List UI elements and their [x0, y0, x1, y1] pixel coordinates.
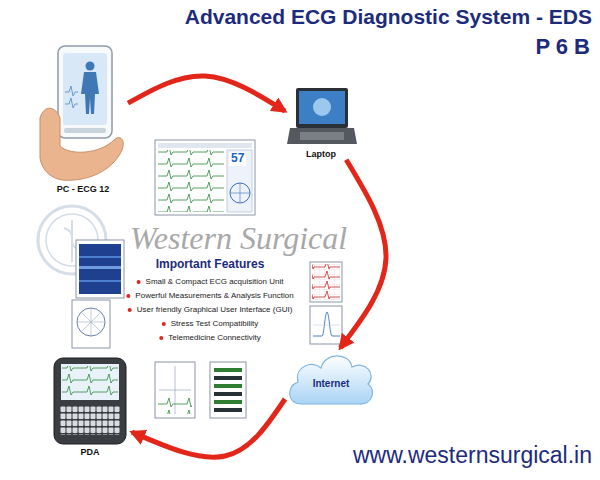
- ecg-grid-screenshot: [310, 262, 342, 302]
- waveform-screenshot: [313, 312, 340, 336]
- ecg-device-illustration: [40, 108, 123, 180]
- waveform-screenshot: [310, 306, 342, 344]
- feature-item-holder: Telemedicine Connectivity: [159, 333, 261, 342]
- spectrogram-screenshot: [79, 280, 121, 282]
- feature-item-holder: Powerful Measurements & Analysis Functio…: [126, 291, 293, 300]
- report-screenshot: [214, 384, 242, 388]
- laptop-illustration: [300, 132, 344, 140]
- ecg-device-illustration: [63, 53, 107, 125]
- ecg-device-illustration: [81, 72, 99, 114]
- laptop-illustration: [287, 128, 357, 144]
- pda-node: PDA: [48, 355, 132, 458]
- feature-item-holder: Stress Test Compatibility: [162, 319, 258, 328]
- software-screenshot: [155, 140, 255, 215]
- page-title: Advanced ECG Diagnostic System - EDS: [185, 5, 592, 29]
- cloud-outline: [290, 356, 373, 404]
- watermark: Western Surgical: [130, 220, 347, 256]
- software-screenshot: [158, 143, 252, 148]
- website-url: www.westernsurgical.in: [353, 442, 592, 468]
- report-screenshot: [214, 400, 242, 404]
- vector-loop-screenshot: [77, 308, 105, 336]
- trend-screenshot: [159, 366, 191, 414]
- pda-illustration: [54, 358, 126, 444]
- feature-item: Stress Test Compatibility: [171, 319, 258, 328]
- feature-item: Powerful Measurements & Analysis Functio…: [135, 291, 293, 300]
- feature-item: User friendly Graphical User Interface (…: [137, 305, 293, 314]
- device-label: Laptop: [285, 149, 357, 160]
- ecg-device-illustration: [58, 46, 112, 138]
- report-screenshot: [214, 408, 242, 412]
- pda-illustration: [60, 406, 120, 435]
- vector-loop-screenshot: [77, 308, 105, 336]
- internet-cloud: Internet: [285, 348, 377, 408]
- waveform-screenshot: [313, 325, 340, 326]
- report-screenshot: [214, 392, 242, 396]
- features-heading-holder: Important Features: [156, 258, 265, 272]
- device-node: PC - ECG 12: [38, 42, 128, 195]
- laptop-node: Laptop: [285, 85, 357, 160]
- ecg-device-illustration: [65, 86, 78, 96]
- ecg-device-illustration: [86, 62, 95, 71]
- bullet-dot: [162, 322, 166, 326]
- report-screenshot: [210, 362, 246, 418]
- ecg-grid-screenshot: [312, 264, 340, 300]
- report-screenshot: [214, 368, 242, 372]
- pda-illustration: [61, 364, 119, 400]
- spectrogram-screenshot: [79, 266, 121, 269]
- trend-screenshot: [158, 398, 192, 414]
- features-heading: Important Features: [156, 257, 265, 271]
- device-label: PDA: [48, 447, 132, 458]
- website-url-holder: www.westernsurgical.in: [353, 442, 592, 468]
- flow-arrow: [128, 76, 285, 111]
- bullet-dot: [128, 308, 132, 312]
- spectrogram-screenshot: [79, 256, 121, 258]
- screen-value-holder: 57: [229, 152, 246, 166]
- device-label: PC - ECG 12: [38, 184, 128, 195]
- ecg-grid-screenshot: [310, 262, 342, 302]
- spectrogram-screenshot: [79, 244, 121, 294]
- feature-item: Small & Compact ECG acquisition Unit: [146, 277, 284, 286]
- feature-item-holder: User friendly Graphical User Interface (…: [128, 305, 293, 314]
- laptop-illustration: [287, 88, 357, 144]
- software-screenshot: [155, 140, 255, 215]
- pda-illustration: [62, 366, 118, 398]
- trend-screenshot: [155, 362, 195, 418]
- software-screenshot: [230, 183, 250, 203]
- laptop-illustration: [313, 98, 331, 116]
- page-code: P 6 B: [535, 34, 590, 59]
- feature-item: Telemedicine Connectivity: [168, 333, 261, 342]
- report-screenshot: [214, 376, 242, 380]
- ecg-grid-screenshot: [312, 264, 340, 300]
- page-code-holder: P 6 B: [535, 34, 590, 59]
- cloud-label: Internet: [313, 378, 350, 390]
- bullet-dot: [137, 280, 141, 284]
- vector-loop-screenshot: [72, 300, 110, 348]
- spectrogram-screenshot: [76, 240, 124, 298]
- flow-arrow: [132, 399, 285, 457]
- feature-item-holder: Small & Compact ECG acquisition Unit: [137, 277, 284, 286]
- ecg-device-illustration: [40, 46, 123, 180]
- bullet-dot: [126, 294, 130, 298]
- ecg-device-illustration: [64, 128, 106, 133]
- software-screenshot: [230, 183, 250, 203]
- bullet-dot: [159, 336, 163, 340]
- spectrogram-screenshot: [76, 240, 124, 298]
- report-screenshot: [210, 362, 246, 418]
- software-screenshot: [227, 150, 252, 212]
- trend-screenshot: [155, 362, 195, 418]
- pda-illustration: [54, 358, 126, 444]
- waveform-screenshot: [310, 306, 342, 344]
- laptop-illustration: [296, 88, 348, 128]
- software-screenshot: [158, 150, 224, 212]
- laptop-illustration: [299, 91, 345, 124]
- screen-value: 57: [231, 151, 244, 165]
- ecg-device-illustration: [65, 98, 78, 108]
- vector-loop-screenshot: [72, 300, 110, 348]
- watermark-holder: Western Surgical: [130, 220, 347, 257]
